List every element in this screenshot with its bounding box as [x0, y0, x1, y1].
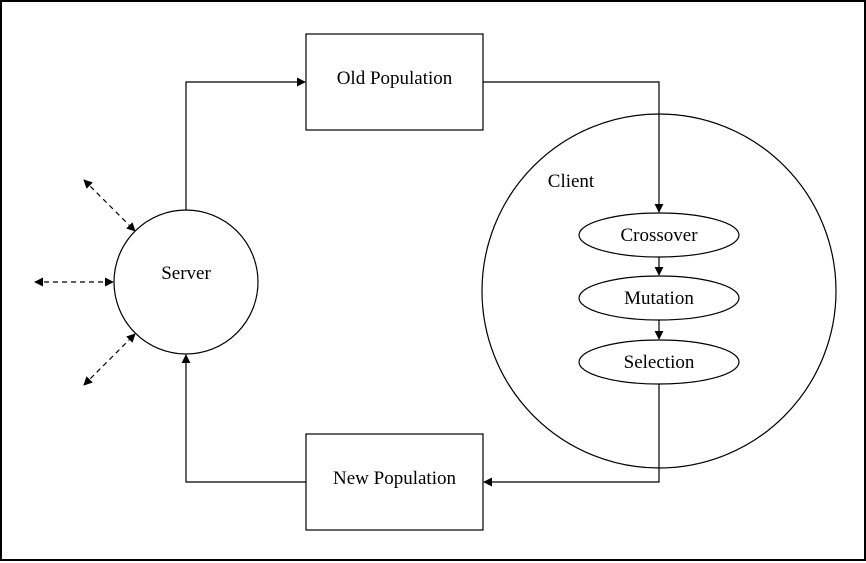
mutation-node: Mutation: [578, 275, 740, 321]
old-population-label: Old Population: [337, 68, 453, 89]
client-label: Client: [548, 171, 595, 192]
selection-node: Selection: [578, 339, 740, 385]
server-node: Server: [113, 209, 259, 355]
old-population-node: Old Population: [305, 33, 484, 131]
external-link-lower: [83, 333, 136, 386]
selection-label: Selection: [624, 352, 695, 373]
arrow-new-population-to-server: [181, 354, 306, 483]
new-population-label: New Population: [333, 468, 456, 489]
arrow-selection-to-new-population: [483, 384, 660, 487]
arrow-server-to-old-population: [185, 77, 306, 210]
server-label: Server: [161, 263, 211, 284]
crossover-node: Crossover: [578, 212, 740, 258]
new-population-node: New Population: [305, 433, 484, 531]
mutation-label: Mutation: [624, 288, 694, 309]
external-link-upper: [83, 179, 136, 232]
arrow-old-population-to-crossover: [483, 81, 664, 213]
crossover-label: Crossover: [620, 225, 698, 246]
